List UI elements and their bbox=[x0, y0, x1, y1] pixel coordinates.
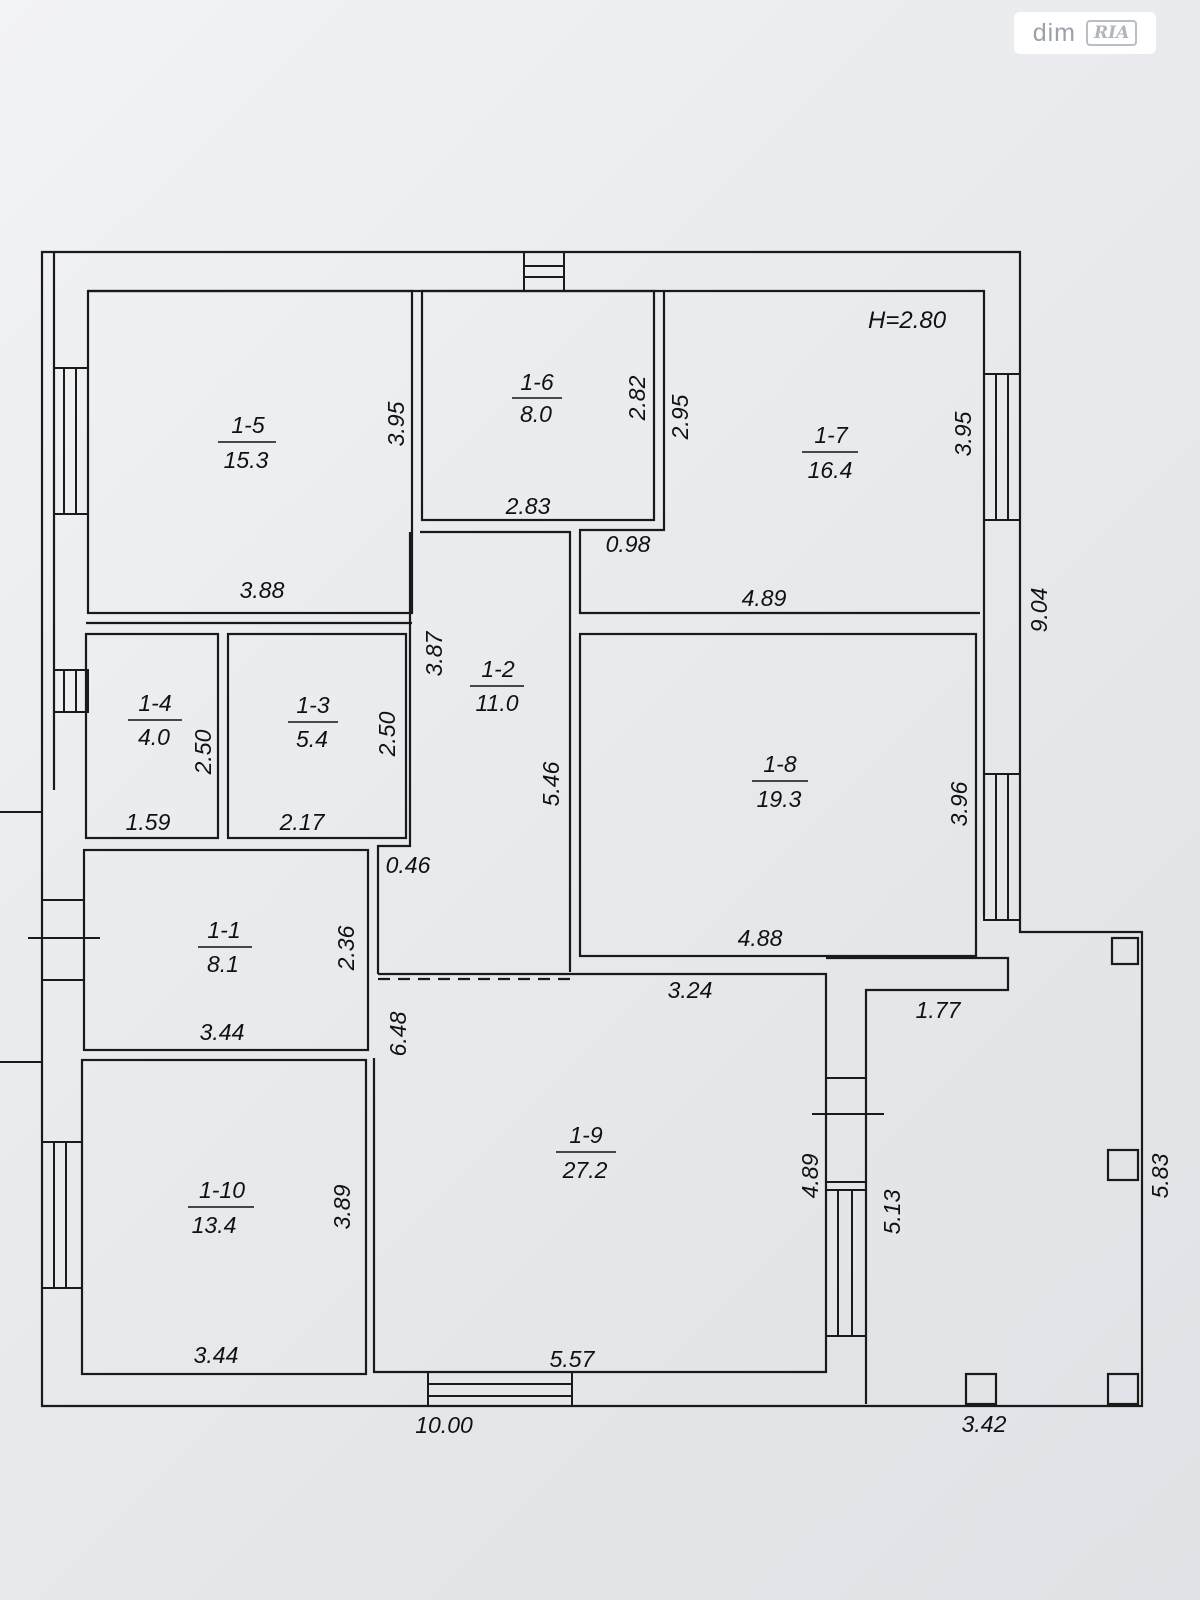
room-1-4-outline bbox=[84, 632, 220, 840]
dim-r5-height: 3.95 bbox=[383, 401, 409, 446]
room-1-3-outline bbox=[226, 632, 408, 840]
room-1-4-label: 1-4 4.0 bbox=[128, 690, 182, 750]
room-1-4-area: 4.0 bbox=[138, 724, 170, 750]
dim-r8-height: 3.96 bbox=[946, 781, 972, 826]
room-1-7-outline bbox=[578, 291, 980, 615]
dim-r9-right: 4.89 bbox=[797, 1153, 823, 1198]
dim-r4-width: 1.59 bbox=[126, 809, 171, 835]
watermark-brand: dim bbox=[1032, 18, 1076, 47]
room-1-2-id: 1-2 bbox=[481, 656, 514, 682]
room-1-8-id: 1-8 bbox=[763, 751, 796, 777]
room-1-2-area: 11.0 bbox=[475, 690, 518, 716]
dim-terrace-inner: 5.13 bbox=[879, 1189, 905, 1234]
room-1-7-area: 16.4 bbox=[808, 457, 853, 483]
dim-r5-width: 3.88 bbox=[240, 577, 285, 603]
dim-r6-offset: 0.98 bbox=[606, 531, 651, 557]
hall-1-2-outline bbox=[420, 530, 572, 972]
dim-r7-height: 3.95 bbox=[950, 411, 976, 456]
dim-r10-height: 3.89 bbox=[329, 1184, 355, 1229]
dimension-labels: 3.88 2.83 0.98 4.89 1.59 2.17 0.46 4.88 … bbox=[126, 375, 1173, 1438]
room-1-10-id: 1-10 bbox=[199, 1177, 245, 1203]
ceiling-height-label: H=2.80 bbox=[868, 307, 947, 334]
room-1-9-label: 1-9 27.2 bbox=[556, 1122, 616, 1183]
room-1-7-label: 1-7 16.4 bbox=[802, 422, 858, 483]
room-1-5-id: 1-5 bbox=[231, 412, 264, 438]
room-1-8-area: 19.3 bbox=[757, 786, 802, 812]
room-1-9-id: 1-9 bbox=[569, 1122, 602, 1148]
dim-r9-top: 3.24 bbox=[668, 977, 713, 1003]
room-1-6-label: 1-6 8.0 bbox=[512, 369, 562, 427]
room-1-3-id: 1-3 bbox=[296, 692, 329, 718]
room-1-8-label: 1-8 19.3 bbox=[752, 751, 808, 812]
dim-r6-height: 2.82 bbox=[624, 375, 650, 421]
room-1-3-area: 5.4 bbox=[296, 726, 328, 752]
dim-r8-width: 4.88 bbox=[738, 925, 783, 951]
dim-terrace-height: 5.83 bbox=[1147, 1153, 1173, 1198]
room-1-7-id: 1-7 bbox=[814, 422, 848, 448]
room-1-6-area: 8.0 bbox=[520, 401, 552, 427]
room-1-8-outline bbox=[578, 632, 978, 958]
dim-r9-bottom: 5.57 bbox=[550, 1346, 596, 1372]
doors bbox=[0, 811, 884, 1183]
dimria-watermark[interactable]: dim RIA bbox=[1014, 12, 1156, 54]
dim-r6-outer-height: 2.95 bbox=[667, 394, 693, 440]
room-1-10-area: 13.4 bbox=[192, 1212, 237, 1238]
room-1-4-id: 1-4 bbox=[138, 690, 171, 716]
room-1-9-area: 27.2 bbox=[562, 1157, 608, 1183]
room-1-5-area: 15.3 bbox=[224, 447, 269, 473]
room-1-5-label: 1-5 15.3 bbox=[218, 412, 276, 473]
dim-r3-width: 2.17 bbox=[279, 809, 326, 835]
dim-terrace-width: 3.42 bbox=[962, 1411, 1007, 1437]
room-1-6-id: 1-6 bbox=[520, 369, 553, 395]
room-1-1-id: 1-1 bbox=[207, 917, 240, 943]
dim-r3-height: 2.50 bbox=[374, 711, 400, 757]
dim-r10-width: 3.44 bbox=[194, 1342, 239, 1368]
watermark-badge: RIA bbox=[1086, 20, 1138, 46]
dim-r6-width: 2.83 bbox=[505, 493, 551, 519]
dim-r1-width: 3.44 bbox=[200, 1019, 245, 1045]
room-1-2-label: 1-2 11.0 bbox=[470, 656, 524, 716]
dim-r9-left: 6.48 bbox=[385, 1011, 411, 1056]
dim-hall-step: 0.46 bbox=[386, 852, 431, 878]
dim-r4-height: 2.50 bbox=[190, 729, 216, 775]
room-1-3-label: 1-3 5.4 bbox=[288, 692, 338, 752]
dim-total-height: 9.04 bbox=[1026, 588, 1052, 633]
dim-r1-height: 2.36 bbox=[333, 925, 359, 971]
room-1-9-outline bbox=[372, 972, 828, 1374]
room-1-1-area: 8.1 bbox=[207, 951, 239, 977]
dim-total-width: 10.00 bbox=[415, 1412, 473, 1438]
room-1-1-label: 1-1 8.1 bbox=[198, 917, 252, 977]
dim-r2-height: 3.87 bbox=[421, 630, 447, 676]
dim-terrace-top: 1.77 bbox=[916, 997, 962, 1023]
dim-r7-width: 4.89 bbox=[742, 585, 787, 611]
windows bbox=[41, 251, 1021, 1407]
room-1-10-label: 1-10 13.4 bbox=[188, 1177, 254, 1238]
dim-r2-length: 5.46 bbox=[538, 761, 564, 806]
